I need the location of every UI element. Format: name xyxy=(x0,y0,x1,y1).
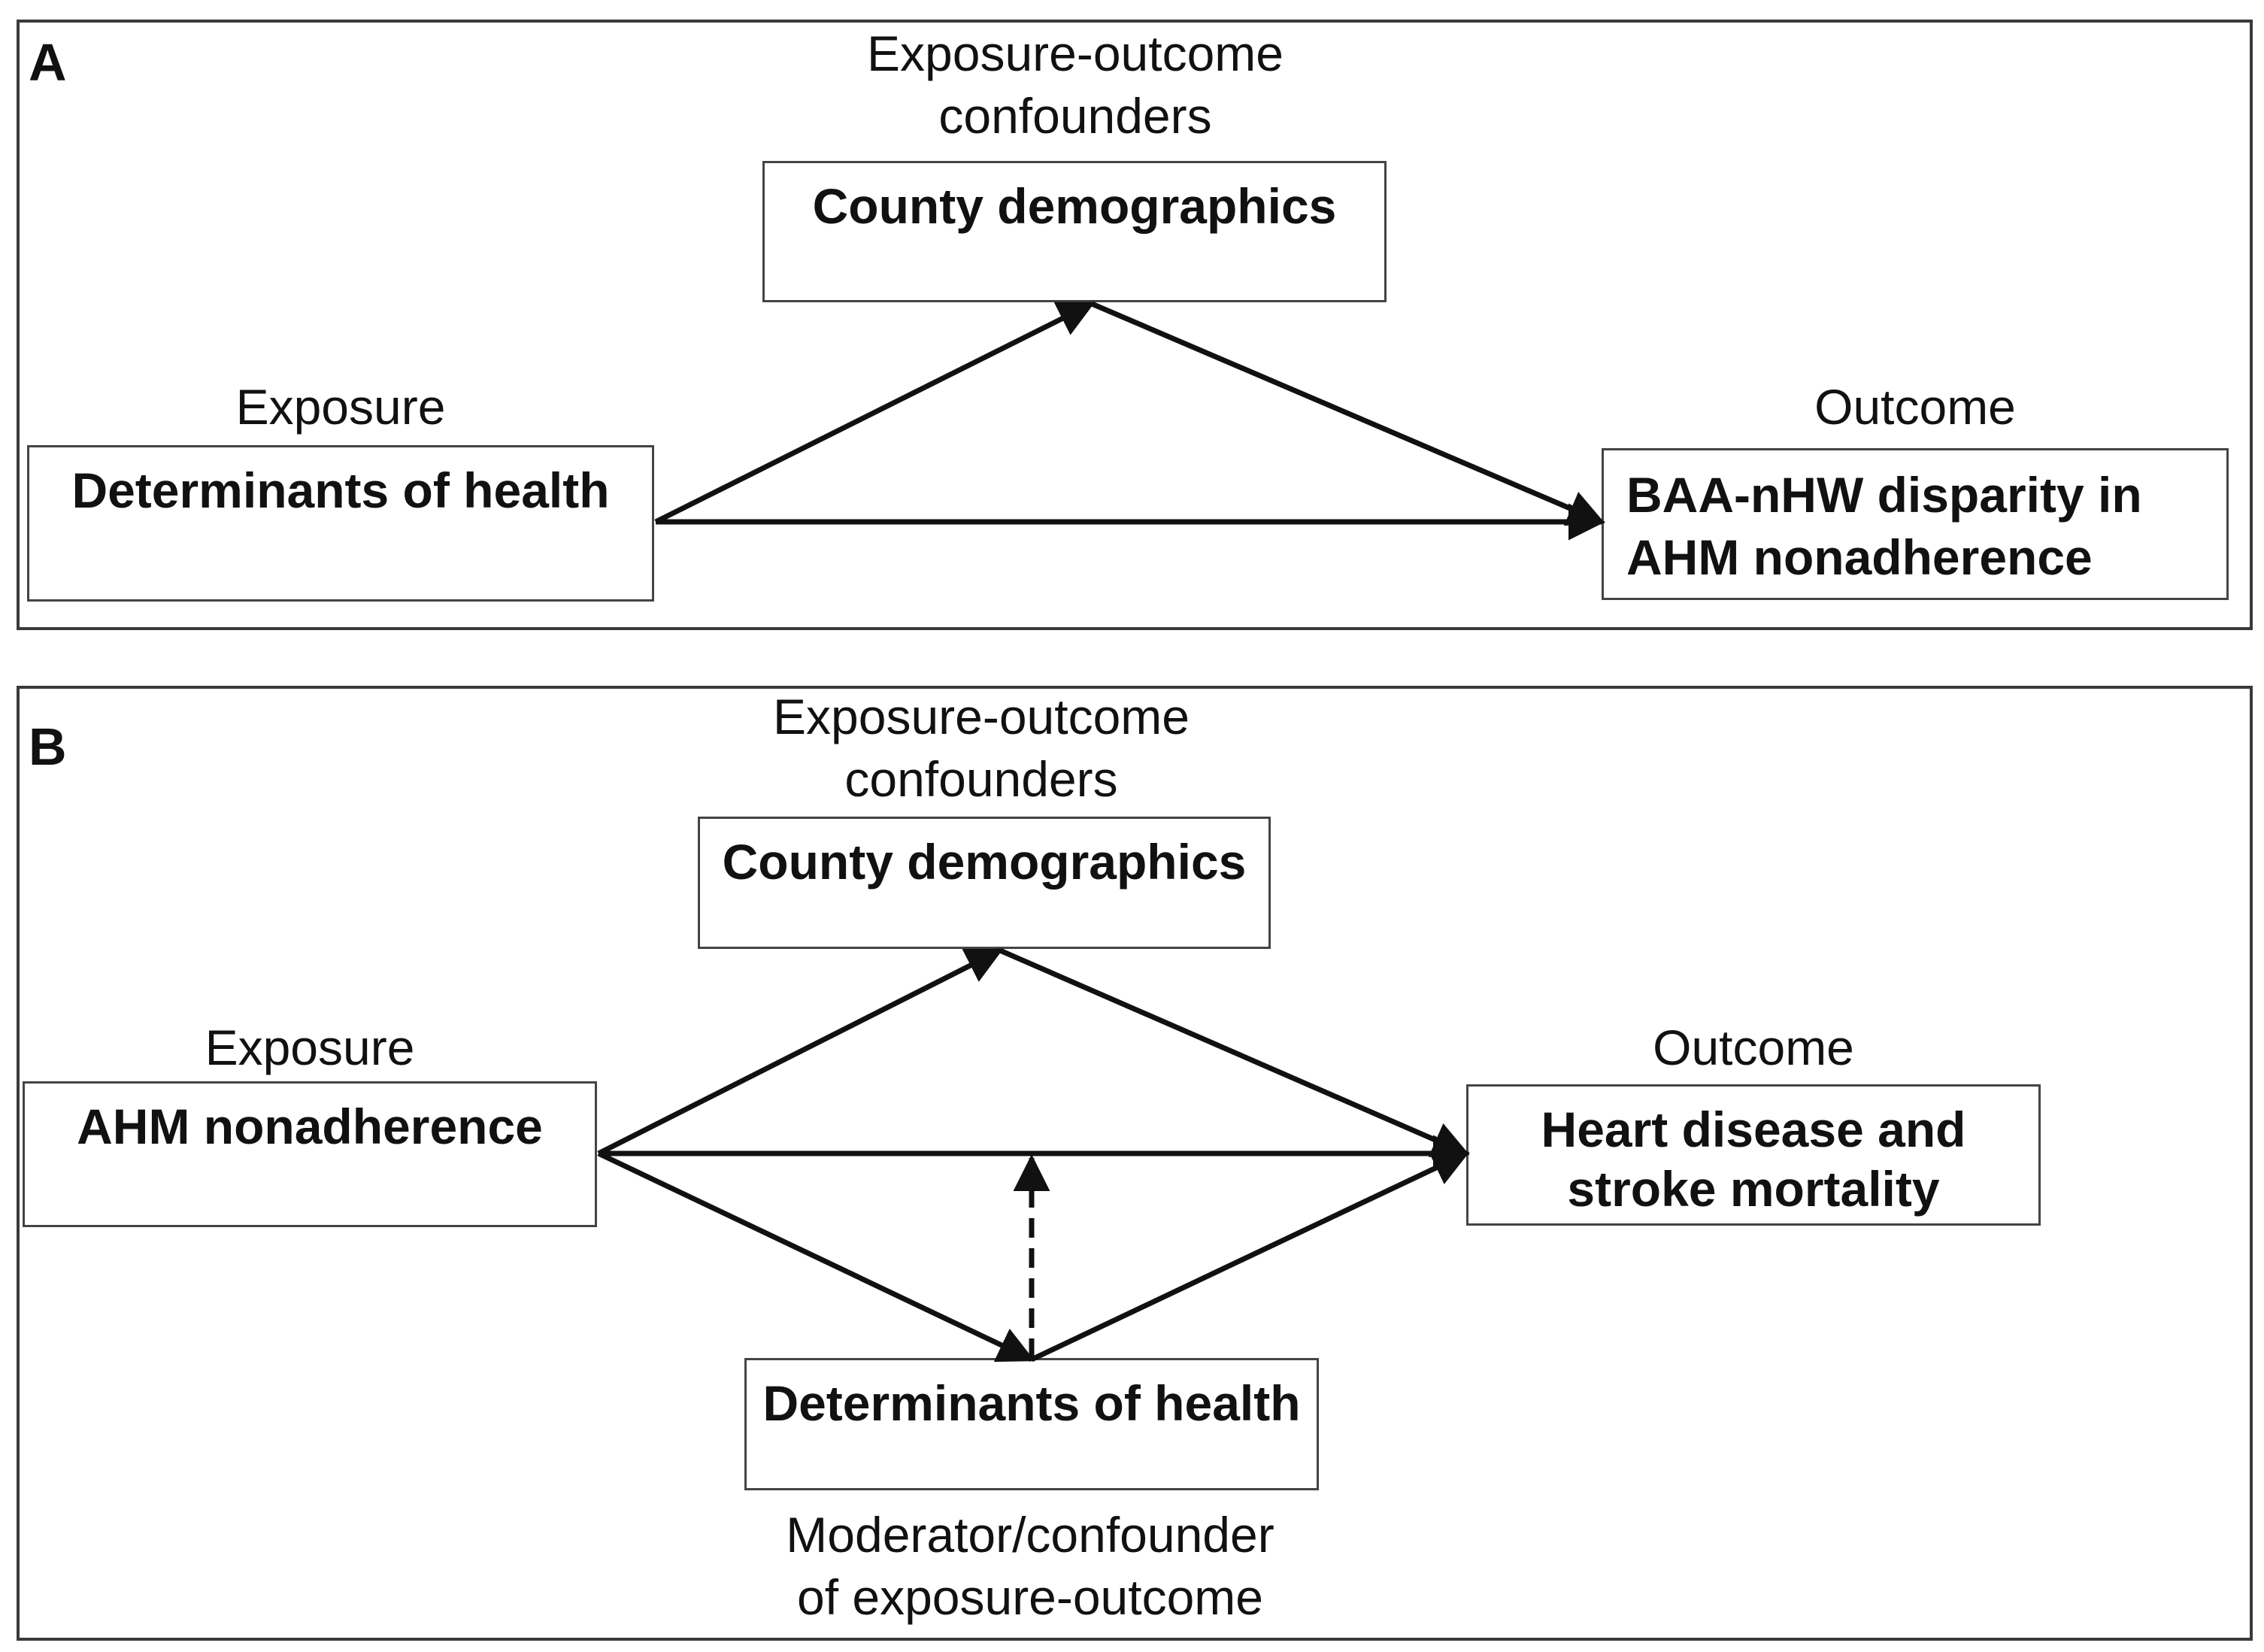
panel-a-outcome-box: BAA-nHW disparity in AHM nonadherence xyxy=(1602,448,2229,600)
panel-a-confounder-box: County demographics xyxy=(762,161,1387,302)
panel-b-arrow-exposure-to-confounder xyxy=(597,947,1004,1156)
panel-a-arrow-exposure-to-confounder xyxy=(654,301,1096,525)
panel-a-exposure-label: Exposure xyxy=(235,379,446,435)
panel-a-exposure-box: Determinants of health xyxy=(27,445,654,602)
panel-b-arrow-moderator-to-outcome xyxy=(1030,1150,1470,1363)
panel-b-exposure-label: Exposure xyxy=(205,1020,415,1075)
panel-b-moderator-label: Moderator/confounder of exposure-outcome xyxy=(786,1507,1274,1625)
panel-b-confounder-label: Exposure-outcome confounders xyxy=(773,689,1190,807)
panel-b-arrow-exposure-to-moderator xyxy=(597,1150,1035,1363)
panel-b-letter: B xyxy=(29,717,67,776)
panel-b-outcome-box: Heart disease and stroke mortality xyxy=(1466,1084,2041,1226)
panel-b-moderator-box: Determinants of health xyxy=(744,1358,1319,1490)
panel-a-letter: A xyxy=(29,33,67,92)
panel-b-arrow-confounder-to-outcome xyxy=(999,947,1470,1157)
panel-b-confounder-box: County demographics xyxy=(698,817,1271,949)
panel-a-confounder-label: Exposure-outcome confounders xyxy=(867,26,1284,144)
panel-b-exposure-box: AHM nonadherence xyxy=(23,1081,597,1227)
panel-a-outcome-label: Outcome xyxy=(1814,379,2016,435)
panel-b-outcome-label: Outcome xyxy=(1653,1020,1854,1075)
panel-a-arrow-confounder-to-outcome xyxy=(1090,301,1605,526)
